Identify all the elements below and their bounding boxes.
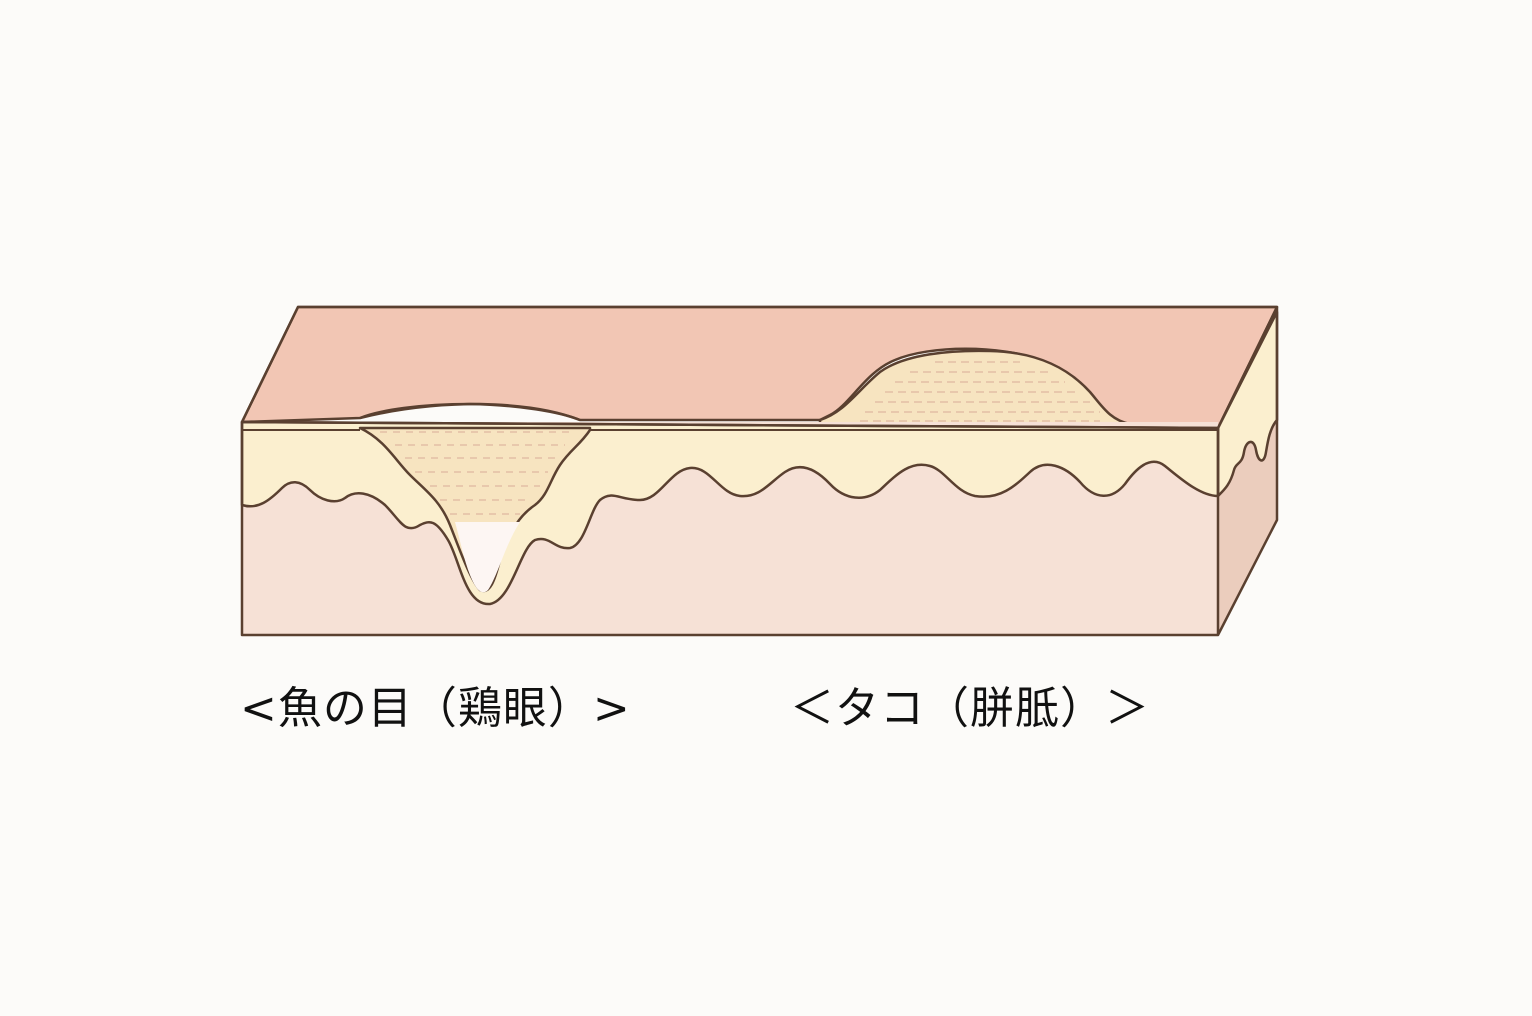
- corn-core-tip: [455, 522, 520, 593]
- box-outline: [240, 305, 1279, 637]
- corn-keratin-core: [358, 426, 592, 593]
- corn-label: <魚の目（鶏眼）>: [240, 683, 631, 734]
- callus-hatching: [860, 361, 1100, 422]
- callus-thickened-layer: [818, 349, 1219, 430]
- corn-surface-bulge: [359, 402, 581, 422]
- corn-hatching: [380, 431, 575, 515]
- callus-label: ＜タコ（胼胝）＞: [790, 683, 1150, 734]
- side-face-epidermis: [1216, 310, 1279, 498]
